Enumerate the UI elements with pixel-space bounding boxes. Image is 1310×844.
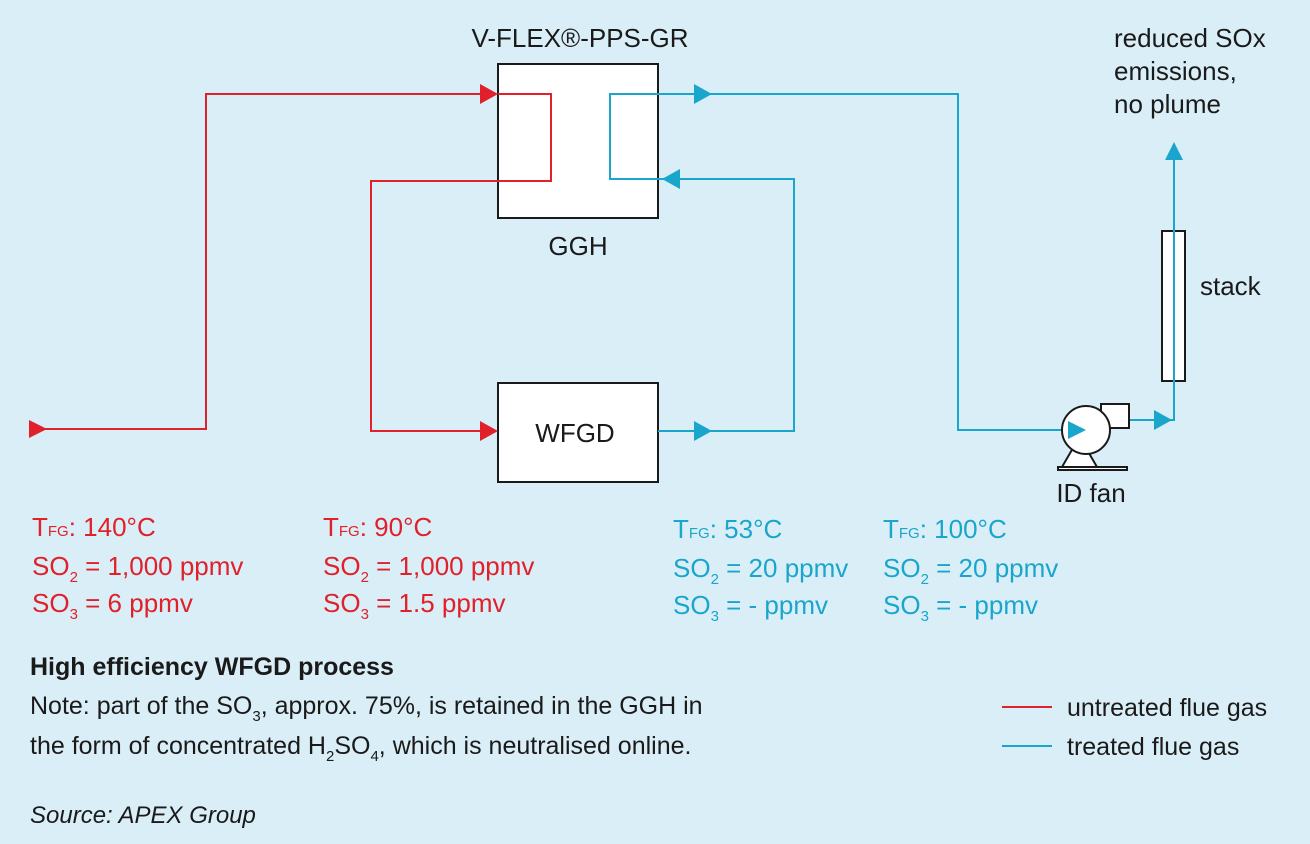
ggh-box — [497, 63, 659, 219]
ggh-label: GGH — [548, 231, 607, 261]
legend-label-untreated: untreated flue gas — [1067, 694, 1267, 722]
outlet-line-1: reduced SOx — [1114, 23, 1266, 53]
fan-to-stack-line — [1130, 156, 1175, 421]
conditions-after-wfgd: TFG: 53°C SO2 = 20 ppmv SO3 = - ppmv — [673, 514, 848, 625]
wfgd-label: WFGD — [535, 418, 614, 448]
id-fan-label: ID fan — [1056, 478, 1125, 508]
so3-reading: SO3 = - ppmv — [883, 590, 1038, 625]
treated-flow — [609, 93, 1175, 432]
temperature-reading: TFG: 90°C — [323, 512, 432, 542]
conditions-after-ggh: TFG: 90°C SO2 = 1,000 ppmv SO3 = 1.5 ppm… — [323, 512, 534, 623]
inlet-arrow — [29, 420, 47, 438]
temperature-reading: TFG: 53°C — [673, 514, 782, 544]
untreated-flow — [30, 93, 552, 432]
caption-note-line-2: the form of concentrated H2SO4, which is… — [30, 732, 691, 765]
inlet-line — [30, 93, 490, 430]
so3-reading: SO3 = - ppmv — [673, 590, 828, 625]
wfgd-outlet-arrow — [694, 421, 712, 441]
so2-reading: SO2 = 20 ppmv — [883, 553, 1058, 588]
so3-reading: SO3 = 6 ppmv — [32, 588, 193, 623]
conditions-inlet: TFG: 140°C SO2 = 1,000 ppmv SO3 = 6 ppmv — [32, 512, 243, 623]
caption-title: High efficiency WFGD process — [30, 653, 394, 681]
temperature-reading: TFG: 140°C — [32, 512, 156, 542]
so2-reading: SO2 = 1,000 ppmv — [323, 551, 534, 586]
wfgd-outlet-line — [658, 178, 795, 432]
ggh-outlet-arrow — [694, 84, 712, 104]
legend: untreated flue gas treated flue gas — [1002, 694, 1267, 761]
fan-outlet-arrow — [1154, 410, 1172, 430]
conditions-stack: TFG: 100°C SO2 = 20 ppmv SO3 = - ppmv — [883, 514, 1058, 625]
ggh-cold-path — [609, 93, 1072, 431]
stack-label: stack — [1200, 271, 1262, 301]
so3-reading: SO3 = 1.5 ppmv — [323, 588, 506, 623]
caption-note-line-1: Note: part of the SO3, approx. 75%, is r… — [30, 692, 703, 725]
so2-reading: SO2 = 1,000 ppmv — [32, 551, 243, 586]
source-credit: Source: APEX Group — [30, 802, 256, 829]
ggh-return-arrow — [662, 169, 680, 189]
legend-label-treated: treated flue gas — [1067, 733, 1239, 761]
outlet-line-3: no plume — [1114, 89, 1221, 119]
id-fan-icon — [1057, 403, 1130, 471]
stack-outlet-arrow — [1165, 142, 1183, 160]
outlet-line-2: emissions, — [1114, 56, 1237, 86]
ggh-top-label: V-FLEX®-PPS-GR — [471, 23, 688, 53]
ggh-inlet-arrow — [480, 84, 498, 104]
so2-reading: SO2 = 20 ppmv — [673, 553, 848, 588]
ggh-hot-path — [370, 93, 552, 432]
wfgd-box — [497, 382, 659, 483]
temperature-reading: TFG: 100°C — [883, 514, 1007, 544]
wfgd-inlet-arrow — [480, 421, 498, 441]
